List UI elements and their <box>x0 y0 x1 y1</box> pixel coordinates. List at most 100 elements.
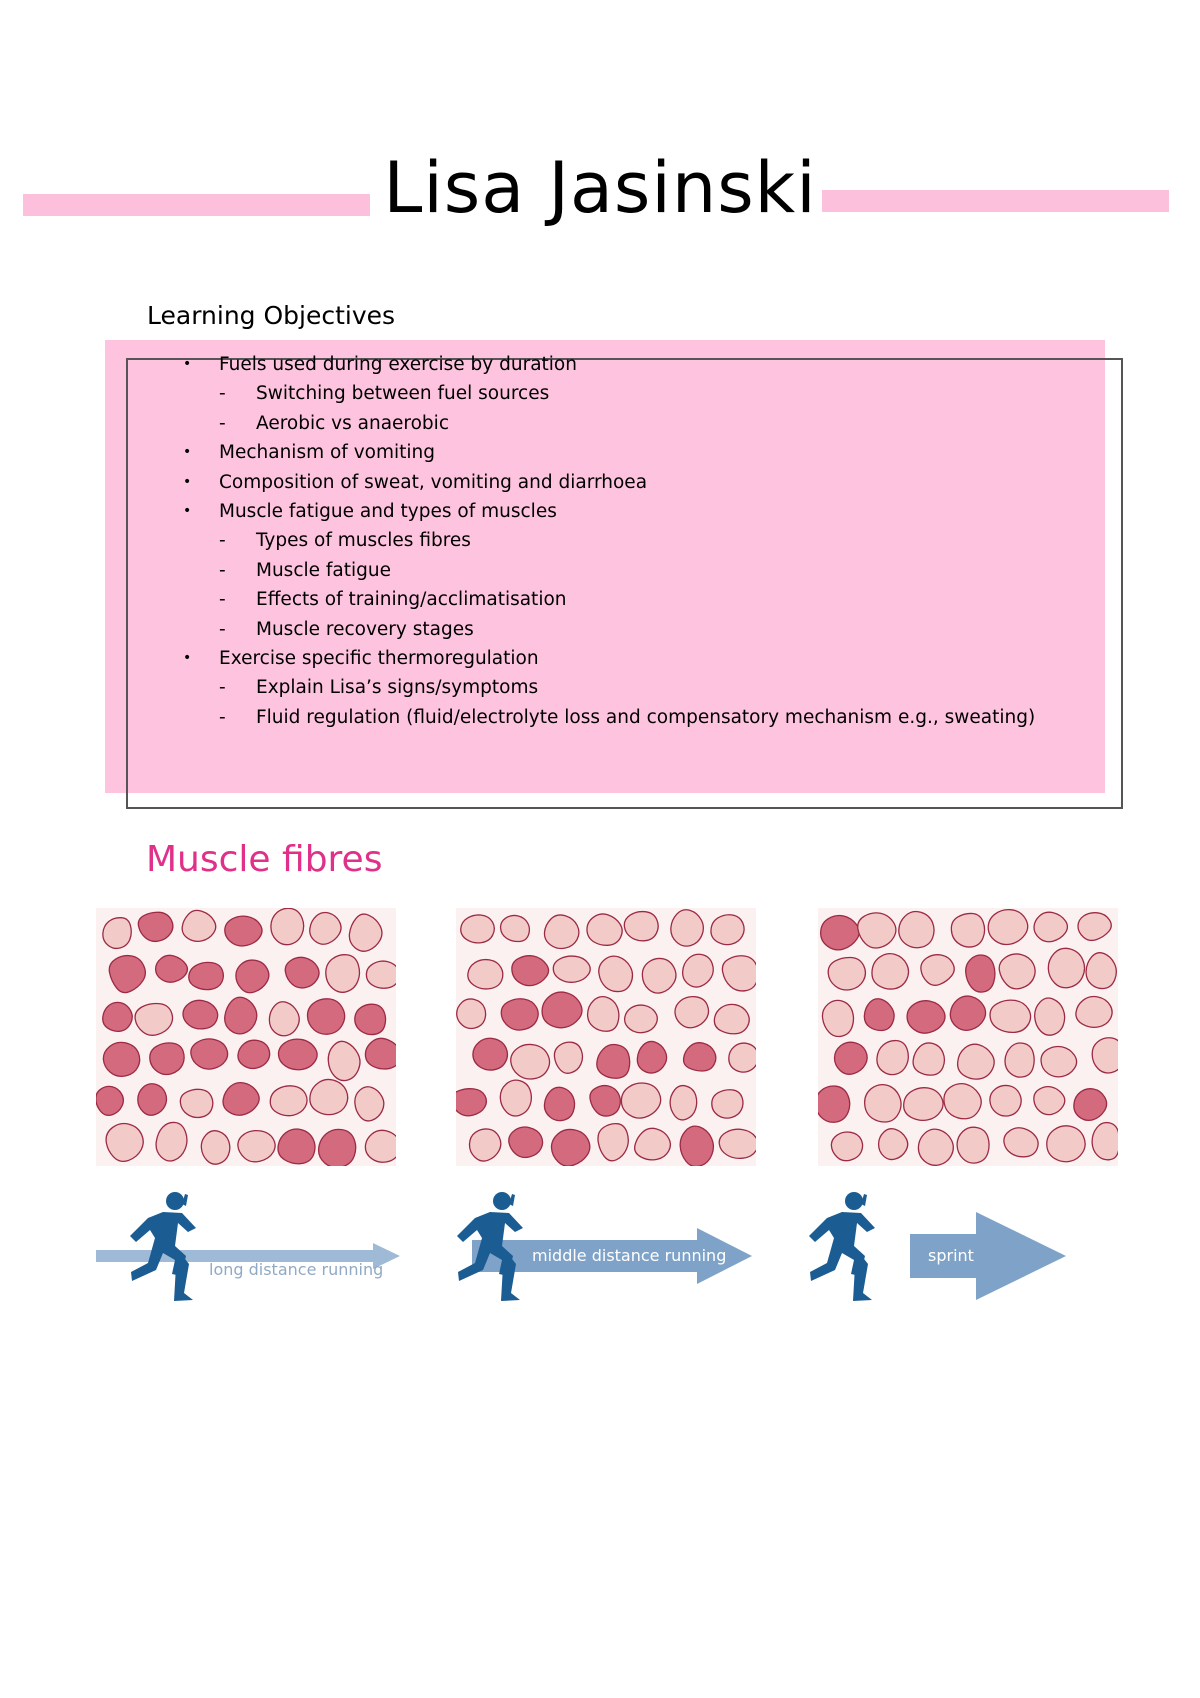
fibre-cell-light <box>1091 1121 1118 1161</box>
fibre-cell-light <box>827 956 867 991</box>
objective-item: •Composition of sweat, vomiting and diar… <box>105 468 1105 497</box>
fibre-cell-dark <box>224 996 258 1035</box>
fibre-cell-dark <box>1073 1088 1108 1122</box>
muscle-fibres-heading: Muscle fibres <box>146 839 383 880</box>
fibre-cell-dark <box>102 1001 133 1032</box>
runner-icon <box>457 1192 523 1301</box>
fibre-cell-dark <box>456 1088 488 1117</box>
objective-text: Exercise specific thermoregulation <box>219 647 539 669</box>
objective-subitem: -Fluid regulation (fluid/electrolyte los… <box>105 703 1105 732</box>
fibre-cell-light <box>364 1129 396 1163</box>
fibre-cell-light <box>670 909 705 947</box>
fibre-cell-light <box>510 1043 551 1080</box>
fibre-cell-light <box>552 955 591 983</box>
objective-subitem: -Aerobic vs anaerobic <box>105 409 1105 438</box>
fibre-cell-light <box>179 1088 214 1119</box>
objective-subitem: - Muscle fatigue <box>105 556 1105 585</box>
bullet-marker: • <box>183 444 192 461</box>
fibre-cell-light <box>1034 997 1066 1036</box>
fibre-cell-light <box>269 1085 308 1117</box>
objective-subitem: -Explain Lisa’s signs/symptoms <box>105 673 1105 702</box>
fibre-cell-dark <box>108 954 146 994</box>
fibre-cell-dark <box>589 1084 621 1117</box>
fibre-cell-light <box>1004 1042 1035 1078</box>
fibre-cell-light <box>898 910 935 949</box>
fibre-cell-light <box>200 1130 231 1165</box>
objective-text: Muscle fatigue <box>256 559 391 581</box>
fibre-cell-light <box>989 999 1032 1034</box>
fibre-cell-light <box>830 1131 864 1162</box>
fibre-cell-light <box>710 914 745 946</box>
objective-subitem: -Muscle recovery stages <box>105 615 1105 644</box>
fibre-cell-light <box>456 998 487 1030</box>
fibre-cell-light <box>674 995 710 1029</box>
fibre-cell-dark <box>682 1042 717 1072</box>
fibre-cell-dark <box>906 1000 946 1034</box>
objective-item: •Mechanism of vomiting <box>105 438 1105 467</box>
runner-icon <box>809 1192 875 1301</box>
running-middle-distance <box>457 1192 752 1301</box>
title-bar-right <box>822 190 1169 212</box>
fibre-cell-dark <box>511 955 550 987</box>
running-long-distance <box>96 1192 400 1301</box>
fibre-cell-light <box>181 909 217 942</box>
objective-subitem: -Effects of training/acclimatisation <box>105 585 1105 614</box>
fibre-cell-light <box>1047 947 1086 989</box>
objective-text: Muscle fatigue and types of muscles <box>219 500 557 522</box>
fibre-cell-dark <box>550 1128 591 1166</box>
label-sprint: sprint <box>928 1246 974 1265</box>
label-middle-distance: middle distance running <box>532 1246 727 1265</box>
fibre-cell-dark <box>833 1041 868 1075</box>
objectives-highlight <box>105 340 1105 793</box>
fibre-cell-dark <box>596 1043 631 1079</box>
fibre-cell-light <box>634 1127 672 1161</box>
fibre-cell-dark <box>96 1085 125 1116</box>
objective-item: •Muscle fatigue and types of muscles <box>105 497 1105 526</box>
dash-marker: - <box>219 530 226 552</box>
fibre-cell-dark <box>818 1085 851 1123</box>
fibre-cell-light <box>1075 995 1113 1028</box>
fibre-cell-light <box>268 1001 300 1037</box>
fibre-cell-dark <box>222 1081 260 1116</box>
fibre-cell-light <box>728 1042 756 1073</box>
objective-text: Muscle recovery stages <box>256 618 474 640</box>
fibre-cell-light <box>553 1041 584 1074</box>
fibre-cell-light <box>864 1083 902 1123</box>
fibre-cell-light <box>325 954 361 993</box>
fibre-cell-light <box>903 1087 944 1122</box>
fibre-cell-dark <box>543 1086 576 1122</box>
fibre-cell-dark <box>149 1042 185 1076</box>
fibre-cell-light <box>1085 952 1117 990</box>
fibre-cell-light <box>641 957 677 994</box>
fibre-cell-light <box>821 999 855 1038</box>
fibre-cell-dark <box>190 1038 229 1070</box>
fibre-cell-light <box>718 1128 756 1160</box>
fibre-cell-light <box>1033 1086 1066 1116</box>
fibre-panel-sprint <box>818 908 1118 1166</box>
objective-text: Fuels used during exercise by duration <box>219 354 577 375</box>
dash-marker: - <box>219 559 226 581</box>
objective-text: Aerobic vs anaerobic <box>256 412 449 434</box>
fibre-cell-light <box>956 1043 995 1080</box>
fibre-cell-dark <box>235 959 270 994</box>
fibre-cell-dark <box>284 956 320 989</box>
fibre-cell-light <box>998 953 1036 990</box>
fibre-cell-light <box>1046 1125 1086 1163</box>
fibre-cell-light <box>721 955 756 992</box>
fibre-cell-dark <box>364 1037 396 1070</box>
fibre-cell-light <box>467 958 504 990</box>
fibre-cell-dark <box>472 1037 509 1071</box>
fibre-cell-light <box>1077 912 1112 942</box>
fibre-cell-light <box>237 1129 276 1163</box>
fibre-cell-light <box>309 911 342 945</box>
fibre-cell-light <box>598 955 634 993</box>
fibre-cell-light <box>586 995 620 1032</box>
page-title: Lisa Jasinski <box>383 147 817 229</box>
fibre-cell-light <box>270 908 305 946</box>
running-sprint <box>809 1192 1066 1301</box>
fibre-cell-light <box>102 917 132 950</box>
fibre-cell-dark <box>508 1126 544 1159</box>
fibre-cell-dark <box>863 998 895 1032</box>
fibre-cell-light <box>620 1082 662 1119</box>
fibre-cell-light <box>623 1004 658 1034</box>
